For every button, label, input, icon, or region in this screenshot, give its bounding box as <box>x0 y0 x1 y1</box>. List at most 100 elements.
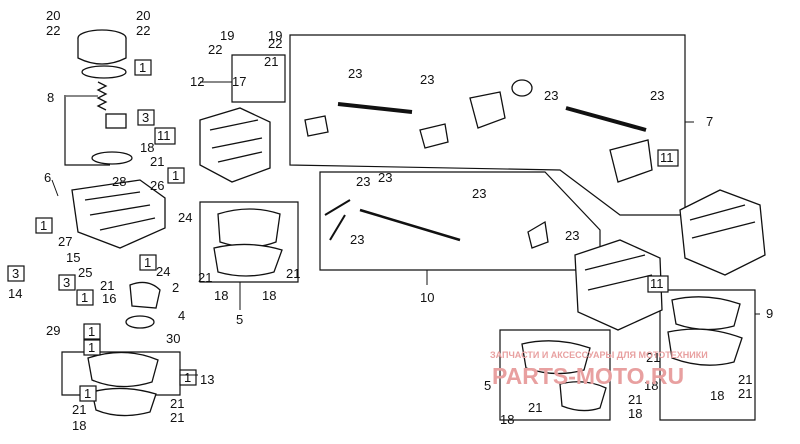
callout-1-30: 1 <box>88 340 95 355</box>
callout-21g: 21 <box>170 410 184 425</box>
callout-18d: 18 <box>262 288 276 303</box>
top-cap-body <box>77 38 127 65</box>
callout-11-bottom: 11 <box>650 276 664 291</box>
outline-group-5 <box>199 201 299 283</box>
callout-21-bowl-mid: 21 <box>198 270 212 285</box>
callout-10: 10 <box>420 290 434 305</box>
callout-1-mid: 1 <box>172 168 179 183</box>
callout-23e: 23 <box>356 174 370 189</box>
outline-group-9 <box>659 289 756 421</box>
box-1-bowl2 <box>79 385 97 402</box>
box-3-top <box>137 109 155 126</box>
diaphragm-part <box>91 151 133 165</box>
group-outlines <box>61 34 756 421</box>
float-bowl-right <box>671 296 741 331</box>
callout-25: 25 <box>78 265 92 280</box>
callout-21j: 21 <box>646 350 660 365</box>
callout-26: 26 <box>150 178 164 193</box>
gasket-ring-part <box>81 65 127 79</box>
callout-1-bowl2: 1 <box>84 386 91 401</box>
bracket-right <box>609 139 653 183</box>
callout-1-top: 1 <box>139 60 146 75</box>
callout-18e: 18 <box>710 388 724 403</box>
callout-21-top: 21 <box>150 154 164 169</box>
callout-8: 8 <box>47 90 54 105</box>
callout-21e: 21 <box>72 402 86 417</box>
callout-28: 28 <box>112 174 126 189</box>
callout-22a: 22 <box>46 23 60 38</box>
callout-23d: 23 <box>650 88 664 103</box>
float-bowl-bottom-left-2 <box>91 387 157 417</box>
callout-18-lower: 18 <box>500 412 514 427</box>
watermark-subtitle: ЗАПЧАСТИ И АКСЕССУАРЫ ДЛЯ МОТОТЕХНИКИ <box>490 350 708 360</box>
callout-3-top: 3 <box>142 110 149 125</box>
carb-top-center-detail <box>209 119 263 163</box>
carb-right-top-detail <box>689 204 756 239</box>
callout-21l: 21 <box>528 400 542 415</box>
bracket-small-right <box>527 220 549 249</box>
carb-top-center <box>199 107 271 183</box>
rod-part-a <box>337 102 413 114</box>
callout-24b: 24 <box>156 264 170 279</box>
leader-lines <box>51 81 760 376</box>
box-1-pump-b <box>76 289 94 306</box>
callout-18g: 18 <box>628 406 642 421</box>
carb-right-mid <box>574 239 663 331</box>
carb-body-left-detail <box>84 191 156 231</box>
callout-18-top: 18 <box>140 140 154 155</box>
outline-group-7 <box>289 34 686 216</box>
carb-body-left <box>71 179 166 249</box>
callout-7: 7 <box>706 114 713 129</box>
spring-part <box>96 81 108 111</box>
box-1-bowl <box>179 369 197 386</box>
watermark-brand: PARTS-MOTO.RU <box>492 363 684 389</box>
callout-17: 17 <box>232 74 246 89</box>
callout-30: 30 <box>166 331 180 346</box>
callout-1-pump: 1 <box>144 255 151 270</box>
watermark: ЗАПЧАСТИ И АКСЕССУАРЫ ДЛЯ МОТОТЕХНИКИ PA… <box>490 350 708 389</box>
callout-11-right: 11 <box>660 150 674 165</box>
parts-drawings <box>71 29 766 417</box>
callout-5b: 5 <box>484 378 491 393</box>
rod-part-b <box>565 106 647 132</box>
outline-lower-right-bowl <box>499 329 611 421</box>
callout-29: 29 <box>46 323 60 338</box>
box-3-side <box>58 274 76 291</box>
callout-1-bowl: 1 <box>184 370 191 385</box>
callout-1-pump-b: 1 <box>81 290 88 305</box>
callout-18f: 18 <box>644 378 658 393</box>
box-1-body <box>35 217 53 234</box>
callout-21c: 21 <box>264 54 278 69</box>
callout-3-left: 3 <box>12 266 19 281</box>
box-1-pump <box>139 254 157 271</box>
callout-24a: 24 <box>178 210 192 225</box>
callout-16: 16 <box>102 291 116 306</box>
callout-13: 13 <box>200 372 214 387</box>
callout-4: 4 <box>178 308 185 323</box>
callout-22b: 22 <box>136 23 150 38</box>
callout-23h: 23 <box>350 232 364 247</box>
callout-21-r2: 21 <box>738 386 752 401</box>
callout-2: 2 <box>172 280 179 295</box>
callout-3-side: 3 <box>63 275 70 290</box>
callout-labels: 20 22 20 22 1 8 3 11 18 21 28 26 1 19 19… <box>8 8 773 433</box>
bracket-center <box>419 123 449 149</box>
callout-27: 27 <box>58 234 72 249</box>
box-1-29 <box>83 323 101 340</box>
callout-1-body: 1 <box>40 218 47 233</box>
outline-group-13 <box>61 351 181 396</box>
outline-group-8 <box>64 95 110 166</box>
float-bowl-mid <box>217 208 281 248</box>
float-bowl-mid-lower <box>213 243 283 277</box>
callout-9: 9 <box>766 306 773 321</box>
box-1-30 <box>83 339 101 356</box>
callout-23c: 23 <box>544 88 558 103</box>
callout-23f: 23 <box>378 170 392 185</box>
callout-21-bowl-mid-r: 21 <box>286 266 300 281</box>
callout-19b: 19 <box>268 28 282 43</box>
box-11-left <box>154 127 176 145</box>
callout-20a: 20 <box>46 8 60 23</box>
box-1-mid <box>167 167 185 184</box>
callout-18c: 18 <box>214 288 228 303</box>
